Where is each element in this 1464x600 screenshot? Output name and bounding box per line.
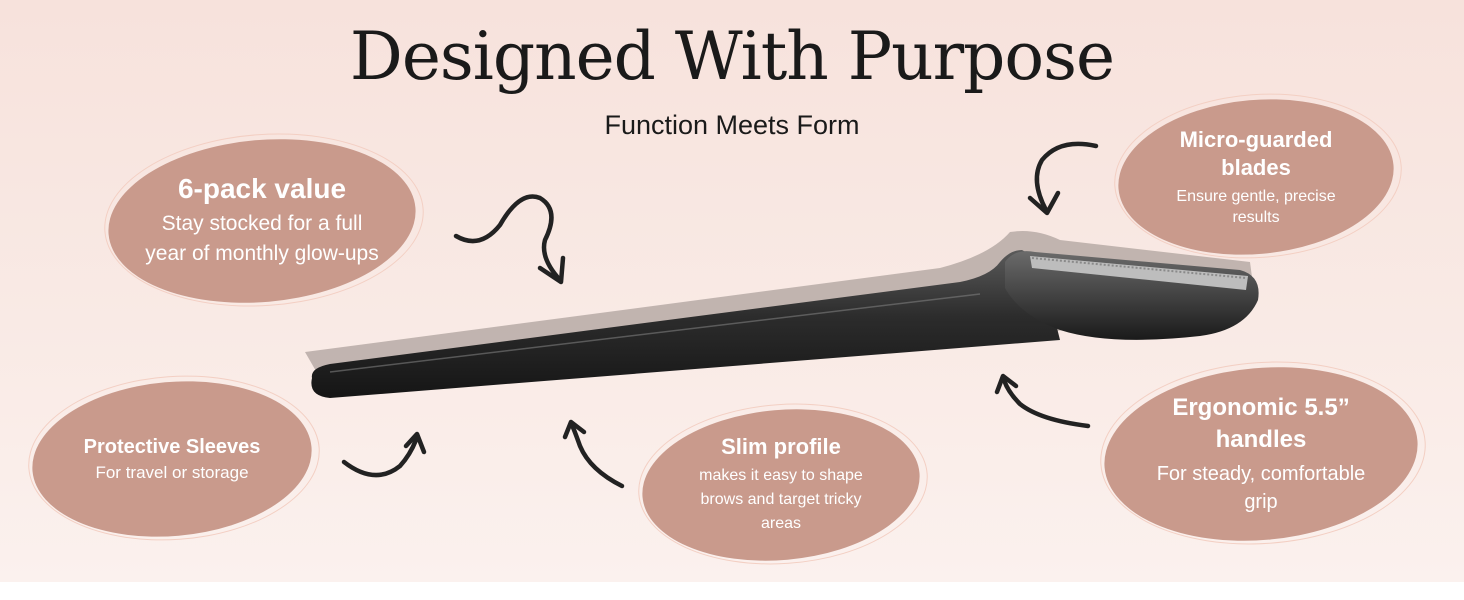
six-pack-heading: 6-pack value [177,173,347,204]
slim-heading: Slim profile [721,434,841,459]
callout-six-pack: 6-pack value Stay stocked for a full yea… [98,123,430,317]
micro-guarded-heading: Micro-guarded blades [1179,127,1333,180]
arrow-six-pack [453,194,563,283]
arrow-slim [569,422,625,489]
slim-body: makes it easy to shape brows and target … [699,467,863,532]
callout-protective: Protective Sleeves For travel or storage [22,366,326,550]
protective-body: For travel or storage [95,462,249,482]
page-subtitle: Function Meets Form [604,110,860,140]
protective-heading: Protective Sleeves [83,435,261,458]
callout-micro-guarded: Micro-guarded blades Ensure gentle, prec… [1108,84,1408,268]
six-pack-body: Stay stocked for a full year of monthly … [145,212,379,265]
callout-arrows [341,141,1099,489]
arrow-protective [341,437,419,478]
callout-slim: Slim profile makes it easy to shape brow… [632,394,934,574]
razor-product-image [305,231,1259,398]
page-title: Designed With Purpose [349,18,1115,95]
hero-banner: Designed With Purpose Function Meets For… [0,0,1464,582]
razor-handle [311,250,1060,398]
ergonomic-heading: Ergonomic 5.5” handles [1172,394,1350,453]
callout-ergonomic: Ergonomic 5.5” handles For steady, comfo… [1094,350,1432,556]
arrow-ergonomic [1001,377,1091,429]
micro-guarded-body: Ensure gentle, precise results [1176,188,1336,226]
arrow-micro-guarded [1034,141,1099,213]
ergonomic-body: For steady, comfortable grip [1156,463,1366,513]
